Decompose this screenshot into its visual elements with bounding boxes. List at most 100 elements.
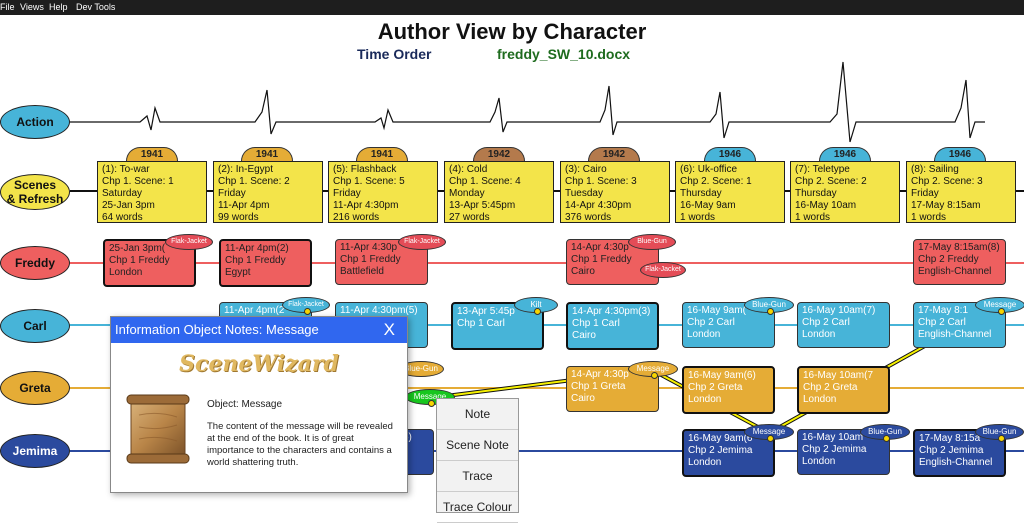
scene-date: 16-May 10am bbox=[795, 200, 857, 211]
cell-date: 16-May 10am bbox=[802, 432, 864, 443]
badge-label: Flak-Jacket bbox=[288, 301, 324, 308]
menu-file[interactable]: File bbox=[0, 2, 15, 12]
cell-chapter: Chp 2 Jemima bbox=[802, 444, 867, 455]
badge-message[interactable]: Message bbox=[975, 297, 1024, 315]
badge-flak-jacket[interactable]: Flak-Jacket bbox=[640, 262, 686, 278]
cell-location: Cairo bbox=[572, 330, 596, 341]
scene-box-3[interactable]: (5): Flashback Chp 1. Scene: 5 Friday 11… bbox=[328, 161, 438, 223]
scene-box-1[interactable]: (1): To-war Chp 1. Scene: 1 Saturday 25-… bbox=[97, 161, 207, 223]
cell-chapter: Chp 1 Freddy bbox=[340, 254, 401, 265]
badge-flak-jacket[interactable]: Flak-Jacket bbox=[282, 297, 330, 315]
badge-label: Blue-Gun bbox=[637, 238, 667, 245]
badge-label: Kilt bbox=[530, 300, 542, 309]
context-menu-scene-note[interactable]: Scene Note bbox=[437, 430, 518, 461]
year-tab-3: 1941 bbox=[356, 147, 408, 161]
carl-cell-4[interactable]: 14-Apr 4:30pm(3) Chp 1 Carl Cairo bbox=[566, 302, 659, 350]
badge-label: Blue-Gun bbox=[404, 364, 438, 373]
cell-chapter: Chp 1 Carl bbox=[457, 318, 505, 329]
greta-cell-2[interactable]: 16-May 9am(6) Chp 2 Greta London bbox=[682, 366, 775, 414]
scene-day: Thursday bbox=[680, 188, 722, 199]
scene-day: Friday bbox=[333, 188, 361, 199]
cell-location: English-Channel bbox=[918, 266, 992, 277]
scene-title: (6): Uk-office bbox=[680, 164, 738, 175]
cell-chapter: Chp 1 Freddy bbox=[571, 254, 632, 265]
scene-box-2[interactable]: (2): In-Egypt Chp 1. Scene: 2 Friday 11-… bbox=[213, 161, 323, 223]
scene-words: 376 words bbox=[565, 212, 612, 223]
year-tab-8: 1946 bbox=[934, 147, 986, 161]
cell-location: London bbox=[802, 456, 836, 467]
scene-box-5[interactable]: (3): Cairo Chp 1. Scene: 3 Tuesday 14-Ap… bbox=[560, 161, 670, 223]
info-object-description: The content of the message will be revea… bbox=[207, 421, 393, 468]
cell-date: 11-Apr 4:30pm(5) bbox=[340, 305, 418, 316]
jemima-cell-3[interactable]: 16-May 10am Chp 2 Jemima London bbox=[797, 429, 890, 475]
cell-chapter: Chp 1 Freddy bbox=[109, 255, 170, 266]
badge-blue-gun[interactable]: Blue-Gun bbox=[628, 234, 676, 250]
lane-label-greta[interactable]: Greta bbox=[0, 371, 70, 405]
scene-date: 17-May 8:15am bbox=[911, 200, 981, 211]
menu-dev-tools[interactable]: Dev Tools bbox=[76, 2, 116, 12]
freddy-cell-5[interactable]: 17-May 8:15am(8) Chp 2 Freddy English-Ch… bbox=[913, 239, 1006, 285]
scenewizard-logo: SceneWizard bbox=[179, 351, 339, 377]
scene-title: (8): Sailing bbox=[911, 164, 959, 175]
freddy-cell-2[interactable]: 11-Apr 4pm(2) Chp 1 Freddy Egypt bbox=[219, 239, 312, 287]
cell-date: 16-May 9am(6) bbox=[688, 370, 756, 381]
badge-label: Message bbox=[636, 364, 670, 373]
badge-kilt[interactable]: Kilt bbox=[514, 297, 558, 315]
scene-date: 11-Apr 4pm bbox=[218, 200, 270, 211]
badge-label: Flak-Jacket bbox=[645, 266, 681, 273]
carl-cell-7[interactable]: 17-May 8:1 Chp 2 Carl English-Channel bbox=[913, 302, 1006, 348]
cell-date: 14-Apr 4:30p bbox=[571, 369, 629, 380]
lane-label-carl[interactable]: Carl bbox=[0, 309, 70, 343]
badge-flak-jacket[interactable]: Flak-Jacket bbox=[165, 234, 213, 250]
scene-box-7[interactable]: (7): Teletype Chp 2. Scene: 2 Thursday 1… bbox=[790, 161, 900, 223]
menu-views[interactable]: Views bbox=[20, 2, 44, 12]
cell-chapter: Chp 2 Freddy bbox=[918, 254, 979, 265]
cell-location: English-Channel bbox=[919, 457, 993, 468]
cell-date: 14-Apr 4:30pm(3) bbox=[572, 306, 651, 317]
badge-label: Flak-Jacket bbox=[171, 238, 207, 245]
scene-date: 11-Apr 4:30pm bbox=[333, 200, 399, 211]
carl-cell-6[interactable]: 16-May 10am(7) Chp 2 Carl London bbox=[797, 302, 890, 348]
context-menu-note[interactable]: Note bbox=[437, 399, 518, 430]
badge-message[interactable]: Message bbox=[744, 424, 794, 442]
badge-blue-gun[interactable]: Blue-Gun bbox=[975, 424, 1024, 442]
badge-blue-gun[interactable]: Blue-Gun bbox=[744, 297, 794, 315]
scroll-icon bbox=[126, 394, 190, 464]
cell-location: London bbox=[687, 329, 721, 340]
scene-words: 1 words bbox=[795, 212, 831, 223]
lane-label-jemima[interactable]: Jemima bbox=[0, 434, 70, 468]
info-panel-header: Information Object Notes: Message X bbox=[111, 317, 407, 343]
info-object-label: Object: Message bbox=[207, 399, 283, 410]
badge-message[interactable]: Message bbox=[628, 361, 678, 379]
badge-label: Message bbox=[983, 300, 1017, 309]
scene-chapter: Chp 2. Scene: 2 bbox=[795, 176, 867, 187]
menu-help[interactable]: Help bbox=[49, 2, 68, 12]
cell-chapter: Chp 2 Jemima bbox=[688, 445, 753, 456]
scene-title: (5): Flashback bbox=[333, 164, 397, 175]
cell-date: 17-May 8:15am(8) bbox=[918, 242, 1000, 253]
badge-flak-jacket[interactable]: Flak-Jacket bbox=[398, 234, 446, 250]
scene-box-4[interactable]: (4): Cold Chp 1. Scene: 4 Monday 13-Apr … bbox=[444, 161, 554, 223]
lane-label-scenes[interactable]: Scenes & Refresh bbox=[0, 174, 70, 210]
cell-date: 16-May 10am(7 bbox=[803, 370, 874, 381]
cell-location: London bbox=[802, 329, 836, 340]
cell-location: London bbox=[688, 457, 722, 468]
jemima-cell-2[interactable]: 16-May 9am(6 Chp 2 Jemima London bbox=[682, 429, 775, 477]
scene-day: Monday bbox=[449, 188, 485, 199]
lane-label-freddy[interactable]: Freddy bbox=[0, 246, 70, 280]
cell-date: 16-May 9am( bbox=[687, 305, 746, 316]
cell-chapter: Chp 2 Greta bbox=[803, 382, 858, 393]
cell-location: London bbox=[803, 394, 837, 405]
carl-cell-5[interactable]: 16-May 9am( Chp 2 Carl London bbox=[682, 302, 775, 348]
lane-label-action[interactable]: Action bbox=[0, 105, 70, 139]
badge-blue-gun[interactable]: Blue-Gun bbox=[860, 424, 910, 442]
scene-box-6[interactable]: (6): Uk-office Chp 2. Scene: 1 Thursday … bbox=[675, 161, 785, 223]
cell-chapter: Chp 2 Carl bbox=[802, 317, 850, 328]
greta-cell-3[interactable]: 16-May 10am(7 Chp 2 Greta London bbox=[797, 366, 890, 414]
context-menu-trace[interactable]: Trace bbox=[437, 461, 518, 492]
context-menu-trace-colour[interactable]: Trace Colour bbox=[437, 492, 518, 523]
close-icon[interactable]: X bbox=[383, 320, 395, 339]
scene-words: 1 words bbox=[680, 212, 716, 223]
scene-box-8[interactable]: (8): Sailing Chp 2. Scene: 3 Friday 17-M… bbox=[906, 161, 1016, 223]
scene-chapter: Chp 1. Scene: 4 bbox=[449, 176, 521, 187]
